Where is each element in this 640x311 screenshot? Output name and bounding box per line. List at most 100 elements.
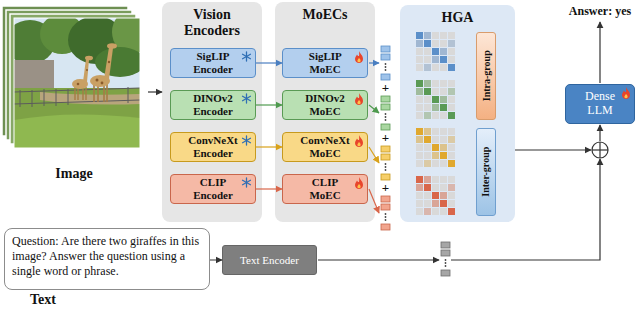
moec-box: ConvNeXt MoEC <box>282 132 368 162</box>
plus-sign: + <box>382 81 389 95</box>
tree <box>95 47 140 77</box>
icon-part <box>243 96 251 101</box>
token-arrow <box>369 105 379 113</box>
image-frame <box>10 14 136 144</box>
bar-label: Intra-group <box>480 51 492 102</box>
connector <box>210 259 222 260</box>
fence <box>14 87 140 107</box>
icon-part <box>243 54 251 59</box>
box-label: Text Encoder <box>240 254 299 267</box>
connector <box>148 91 162 92</box>
icon-part <box>622 87 630 99</box>
icon-part <box>243 96 251 101</box>
inter-group-bar: Inter-group <box>476 128 496 216</box>
text-to-sum <box>451 159 600 260</box>
tree <box>14 20 55 64</box>
matrix-cells <box>416 128 455 167</box>
panel-title: MoECs <box>302 7 347 23</box>
matrix-grid <box>416 80 456 120</box>
grass <box>14 114 140 148</box>
question-text: Question: Are there two giraffes in this… <box>12 234 202 279</box>
token-column <box>381 96 390 130</box>
question-box: Question: Are there two giraffes in this… <box>4 228 210 290</box>
connector <box>256 104 282 105</box>
icon-part <box>354 51 364 63</box>
icon-part <box>357 58 360 62</box>
matrix-cells <box>416 32 455 71</box>
frozen-icon <box>241 51 252 62</box>
matrix-grid <box>416 128 456 168</box>
encoder-box: ConvNeXt Encoder <box>170 132 256 162</box>
llm-box: Dense LLM <box>565 84 635 124</box>
box-label: DINOv2 MoEC <box>305 92 345 117</box>
trainable-icon <box>354 93 364 105</box>
token-arrow <box>369 189 379 213</box>
box-label: ConvNeXt MoEC <box>300 134 350 159</box>
image-caption: Image <box>55 166 92 182</box>
giraffe-photo <box>5 10 152 148</box>
image-node: Image <box>0 0 148 182</box>
matrix-cells <box>416 80 455 119</box>
matrix-grid <box>416 176 456 216</box>
sum-plus <box>592 149 608 150</box>
llm-to-answer <box>599 22 600 83</box>
icon-part <box>355 93 363 105</box>
icon-part <box>241 51 252 62</box>
tree <box>68 18 124 64</box>
encoder-box: CLIP Encoder <box>170 174 256 204</box>
icon-part <box>621 87 631 99</box>
connector <box>256 146 282 147</box>
moec-box: SigLIP MoEC <box>282 48 368 78</box>
encoder-box: DINOv2 Encoder <box>170 90 256 120</box>
token-arrow <box>369 62 379 63</box>
label-anchor: Answer: yes <box>540 2 640 22</box>
bar-label: Inter-group <box>480 147 492 197</box>
icon-part <box>355 135 363 147</box>
image-frame <box>6 10 132 140</box>
intra-group-bar: Intra-group <box>476 32 496 120</box>
icon-part <box>355 51 363 63</box>
icon-part <box>243 136 251 145</box>
matrix-grid <box>416 32 456 72</box>
tree <box>112 18 140 54</box>
icon-part <box>354 135 364 147</box>
box-label: CLIP MoEC <box>309 176 340 201</box>
text-token-column <box>441 242 450 276</box>
text-caption: Text <box>30 291 56 309</box>
moec-panel: MoECsSigLIP MoEC DINOv2 MoEC ConvNeXt MoEC… <box>275 2 375 222</box>
text-to-token <box>318 259 439 260</box>
answer-text: Answer: yes <box>569 5 631 18</box>
icon-part <box>243 180 251 185</box>
sum-plus <box>599 142 600 158</box>
box-label: DINOv2 Encoder <box>193 92 233 117</box>
connector <box>256 188 282 189</box>
icon-part <box>357 142 360 146</box>
image-frame <box>2 6 128 136</box>
icon-part <box>243 180 251 185</box>
trainable-icon <box>354 51 364 63</box>
icon-part <box>624 94 627 98</box>
giraffe <box>72 56 93 100</box>
sum-circle <box>592 142 608 158</box>
encoder-panel: Vision EncodersSigLIP EncoderDINOv2 Enco… <box>162 2 262 222</box>
token-column <box>381 46 390 80</box>
trainable-icon <box>354 135 364 147</box>
plus-sign: + <box>382 131 389 145</box>
icon-part <box>357 184 360 188</box>
box-label: ConvNeXt Encoder <box>188 134 238 159</box>
panel-title: HGA <box>442 10 474 26</box>
plus-sign: + <box>382 181 389 195</box>
box-label: Dense LLM <box>585 90 615 118</box>
icon-part <box>243 138 251 143</box>
token-arrow <box>369 147 379 163</box>
icon-part <box>355 177 363 189</box>
trainable-icon <box>621 87 631 99</box>
icon-part <box>354 93 364 105</box>
encoder-box: SigLIP Encoder <box>170 48 256 78</box>
token-column <box>381 196 390 230</box>
box-label: SigLIP MoEC <box>309 50 341 75</box>
ground <box>14 88 140 148</box>
icon-part <box>243 54 251 59</box>
